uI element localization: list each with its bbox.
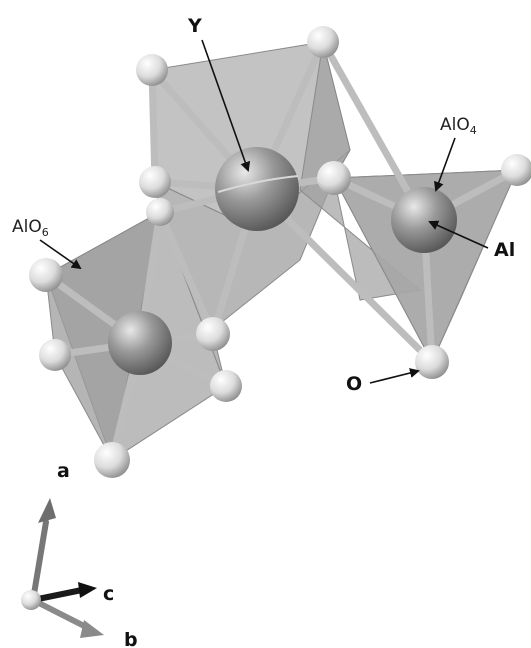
polyhedra bbox=[45, 41, 518, 462]
al-label: Al bbox=[494, 239, 515, 261]
al-arrow bbox=[428, 220, 489, 249]
oxygen-atom bbox=[39, 339, 71, 371]
label-arrows bbox=[39, 39, 489, 384]
axis-a-arrowhead bbox=[38, 498, 56, 523]
oxygen-atom bbox=[139, 166, 171, 198]
oxygen-atom bbox=[307, 26, 339, 58]
y-label: Y bbox=[187, 15, 202, 37]
oxygen-atom bbox=[146, 198, 174, 226]
o-label: O bbox=[346, 373, 362, 395]
alo6-arrow bbox=[39, 239, 82, 270]
oxygen-atom bbox=[94, 442, 130, 478]
y-polyhedron-face bbox=[299, 41, 422, 301]
y-atom-highlight-line bbox=[217, 175, 299, 193]
alo6-label-sub: 6 bbox=[42, 226, 49, 239]
oxygen-atom bbox=[136, 54, 168, 86]
alo4-label: AlO4 bbox=[440, 115, 477, 137]
alo6-label: AlO6 bbox=[12, 217, 49, 239]
axis-a-label: a bbox=[57, 460, 70, 482]
al-tetrahedral-atom bbox=[391, 187, 457, 253]
axis-origin bbox=[21, 590, 41, 610]
y-atom bbox=[215, 147, 299, 231]
axis-c-arrow bbox=[30, 587, 85, 603]
oxygen-atom bbox=[29, 258, 63, 292]
oxygen-atom bbox=[196, 317, 230, 351]
axis-b-arrowhead bbox=[80, 620, 104, 638]
axis-c-arrowhead bbox=[78, 582, 97, 598]
o-arrow bbox=[369, 368, 420, 384]
labels: Y Al O AlO4 AlO6 bbox=[12, 15, 515, 395]
alo4-label-sub: 4 bbox=[470, 124, 477, 137]
alo4-label-main: AlO bbox=[440, 115, 470, 135]
oxygen-atom bbox=[415, 345, 449, 379]
alo6-label-main: AlO bbox=[12, 217, 42, 237]
oxygen-atom bbox=[501, 154, 531, 186]
axis-c-label: c bbox=[103, 583, 114, 605]
al-octahedral-atom bbox=[108, 311, 172, 375]
cation-atoms bbox=[108, 147, 457, 375]
oxygen-atoms bbox=[29, 26, 531, 478]
alo4-arrow bbox=[434, 137, 456, 192]
axis-a-arrow bbox=[30, 519, 49, 603]
axis-b-arrow bbox=[30, 597, 95, 633]
y-arrow bbox=[201, 39, 251, 172]
oxygen-atom bbox=[317, 161, 351, 195]
axis-b-label: b bbox=[124, 629, 138, 648]
axes-indicator: a c b bbox=[21, 460, 138, 648]
oxygen-atom bbox=[210, 370, 242, 402]
